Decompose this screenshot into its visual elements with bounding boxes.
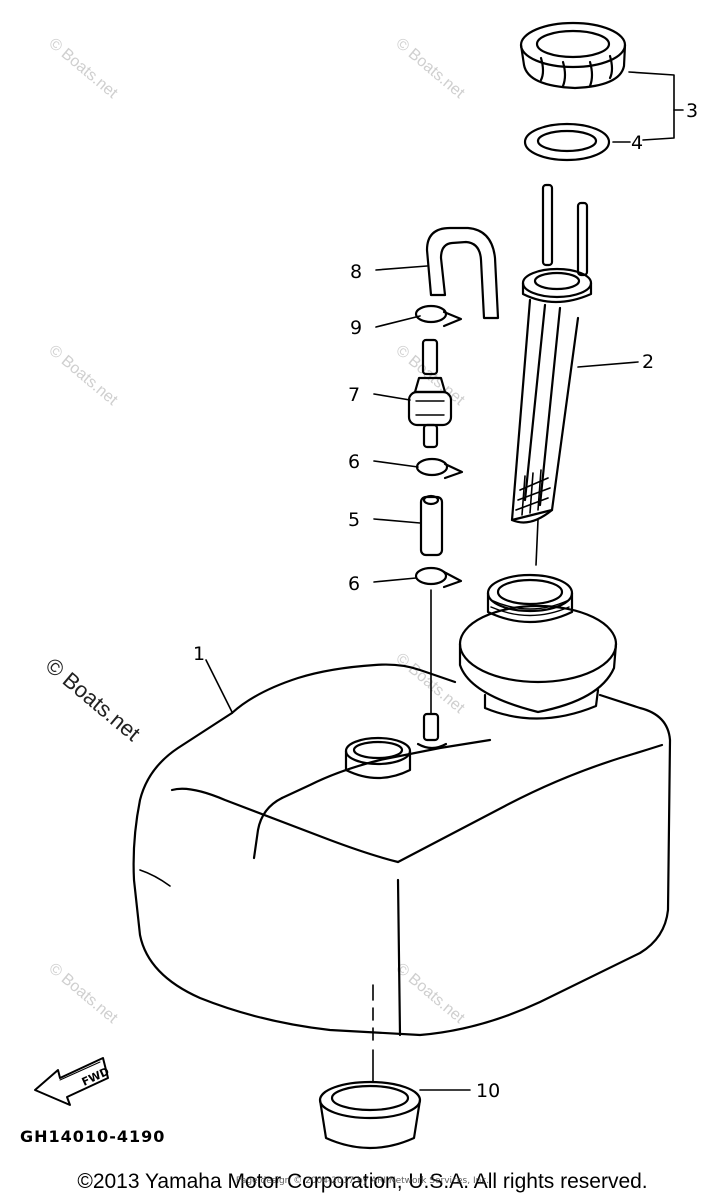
watermark: © Boats.net	[392, 35, 468, 102]
fuel-hose	[419, 494, 444, 557]
fuel-cap	[519, 21, 627, 90]
watermark: © Boats.net	[392, 960, 468, 1027]
fwd-label: FWD	[80, 1065, 112, 1089]
callout-numbers: 1 2 3 4 5 6 6 7 8 9 10	[193, 100, 698, 1102]
callout-6b: 6	[348, 573, 360, 595]
page-design-credit: Page design © 2004-2017 by ARI Network S…	[235, 1176, 490, 1186]
callout-1: 1	[193, 643, 205, 665]
fuel-tank	[132, 573, 672, 1037]
callout-5: 5	[348, 509, 360, 531]
gasket	[523, 122, 611, 162]
callout-8: 8	[350, 261, 362, 283]
callout-6a: 6	[348, 451, 360, 473]
fuel-filter	[407, 338, 453, 449]
watermark: © Boats.net	[45, 960, 121, 1027]
fwd-arrow	[34, 1057, 109, 1106]
watermarks: © Boats.net © Boats.net © Boats.net © Bo…	[41, 35, 468, 1027]
drain-cap	[318, 1080, 422, 1150]
hose-clip	[414, 304, 463, 328]
watermark: © Boats.net	[45, 35, 121, 102]
hose-clip-lower	[414, 566, 463, 589]
diagram-part-code: GH14010-4190	[20, 1127, 166, 1146]
callout-2: 2	[642, 351, 654, 373]
callout-9: 9	[350, 317, 362, 339]
breather-hose	[425, 226, 500, 320]
callout-4: 4	[631, 132, 643, 154]
watermark-main: © Boats.net	[41, 653, 145, 746]
watermark: © Boats.net	[45, 342, 121, 409]
copyright-notice: ©2013 Yamaha Motor Corporation, U.S.A. A…	[77, 1170, 648, 1193]
callout-10: 10	[476, 1080, 500, 1102]
alignment-line	[535, 519, 539, 566]
callout-3: 3	[686, 100, 698, 122]
callout-7: 7	[348, 384, 360, 406]
leader-lines	[205, 71, 684, 1091]
fuel-strainer	[510, 183, 593, 524]
hose-clip-upper	[415, 457, 464, 480]
